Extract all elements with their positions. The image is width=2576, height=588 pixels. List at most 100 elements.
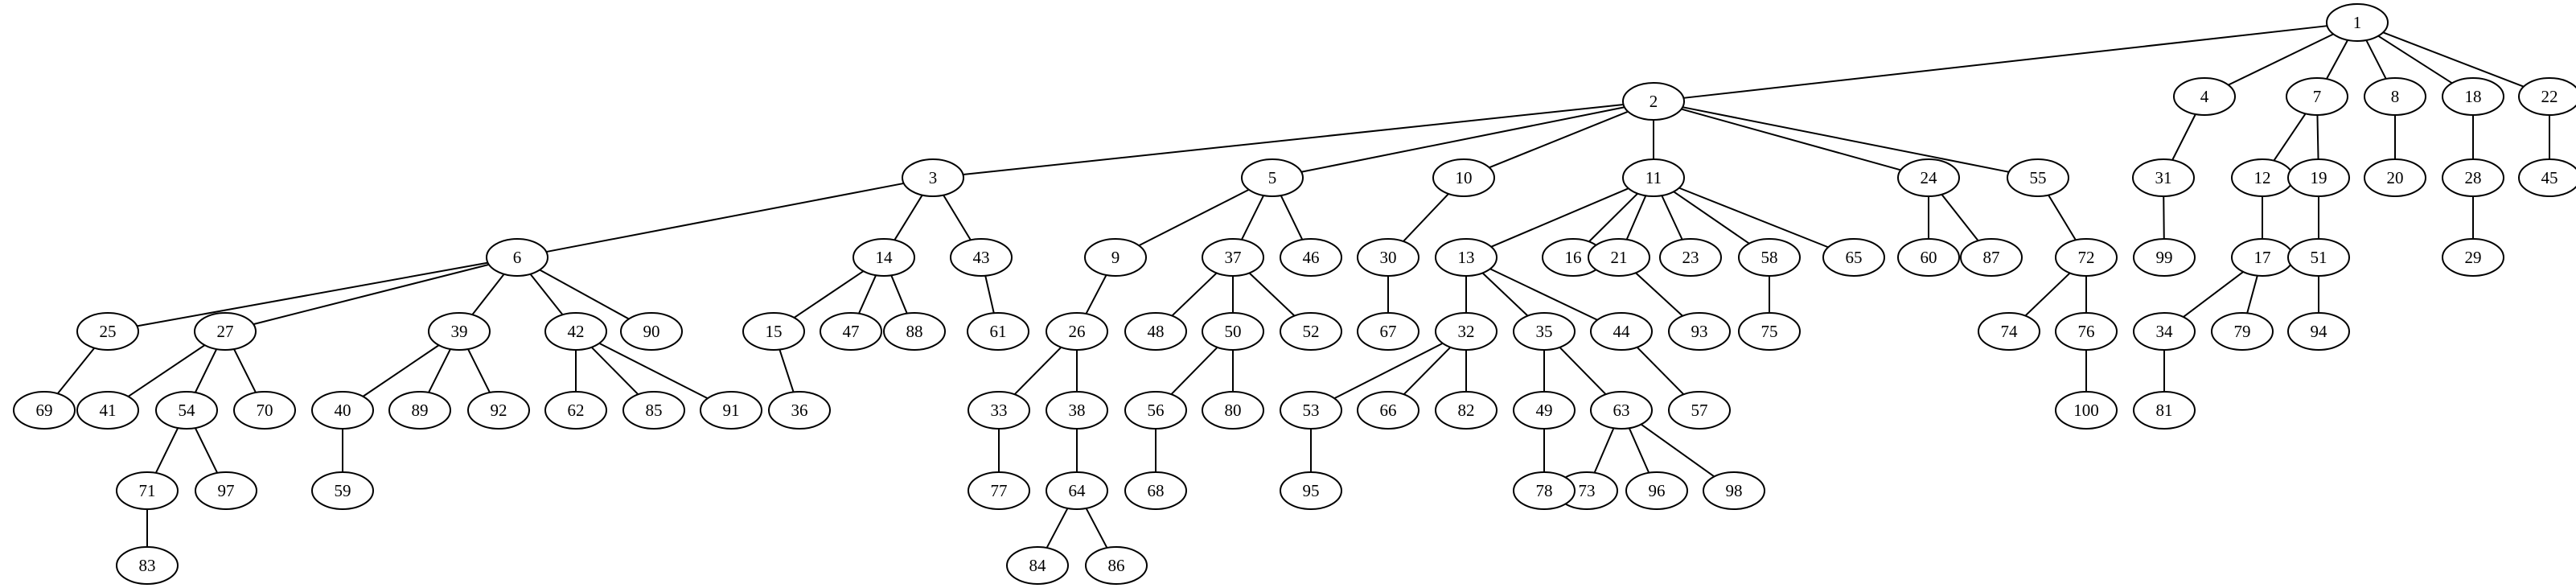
tree-node-100: 100 — [2055, 391, 2118, 430]
tree-node-41: 41 — [76, 391, 139, 430]
node-ellipse — [1625, 471, 1688, 510]
tree-node-42: 42 — [544, 312, 607, 351]
tree-node-74: 74 — [1978, 312, 2040, 351]
tree-node-1: 1 — [2326, 3, 2389, 42]
edge-13-44 — [1489, 268, 1598, 321]
node-label: 47 — [843, 322, 860, 341]
tree-node-7: 7 — [2286, 77, 2348, 116]
tree-node-56: 56 — [1124, 391, 1187, 430]
edge-1-4 — [2228, 33, 2334, 86]
tree-node-77: 77 — [968, 471, 1030, 510]
node-ellipse — [1357, 312, 1419, 351]
node-ellipse — [1280, 312, 1342, 351]
node-label: 59 — [335, 481, 351, 500]
node-ellipse — [1897, 158, 1960, 197]
node-ellipse — [194, 312, 257, 351]
node-ellipse — [2007, 158, 2069, 197]
node-ellipse — [1513, 391, 1576, 430]
tree-node-43: 43 — [950, 238, 1013, 277]
tree-node-65: 65 — [1822, 238, 1885, 277]
tree-node-96: 96 — [1625, 471, 1688, 510]
node-ellipse — [1513, 312, 1576, 351]
tree-node-24: 24 — [1897, 158, 1960, 197]
node-ellipse — [388, 391, 451, 430]
edge-5-37 — [1241, 195, 1264, 241]
node-ellipse — [2287, 312, 2350, 351]
edge-39-89 — [428, 348, 451, 393]
edge-7-12 — [2273, 113, 2307, 162]
tree-node-37: 37 — [1202, 238, 1264, 277]
node-ellipse — [1668, 391, 1731, 430]
node-label: 87 — [1983, 248, 2000, 267]
edge-26-33 — [1013, 347, 1062, 395]
edge-14-47 — [857, 274, 877, 315]
node-ellipse — [311, 471, 374, 510]
node-ellipse — [1202, 238, 1264, 277]
node-ellipse — [1280, 471, 1342, 510]
tree-node-85: 85 — [622, 391, 685, 430]
edge-50-56 — [1170, 347, 1218, 395]
edge-64-86 — [1085, 508, 1108, 549]
node-ellipse — [2518, 77, 2576, 116]
node-ellipse — [1668, 312, 1731, 351]
node-ellipse — [620, 312, 683, 351]
tree-node-68: 68 — [1124, 471, 1187, 510]
node-ellipse — [1006, 546, 1069, 585]
edge-63-73 — [1593, 427, 1615, 474]
edge-1-22 — [2382, 31, 2525, 88]
tree-node-52: 52 — [1280, 312, 1342, 351]
edge-11-23 — [1661, 195, 1683, 241]
edge-25-69 — [56, 347, 96, 394]
node-label: 15 — [766, 322, 783, 341]
tree-node-30: 30 — [1357, 238, 1419, 277]
node-label: 100 — [2073, 401, 2099, 420]
node-label: 3 — [929, 168, 938, 187]
node-label: 94 — [2311, 322, 2328, 341]
edge-3-6 — [546, 182, 904, 253]
tree-node-97: 97 — [195, 471, 257, 510]
node-ellipse — [2133, 312, 2196, 351]
tree-node-31: 31 — [2132, 158, 2195, 197]
node-label: 63 — [1613, 401, 1630, 420]
edge-9-26 — [1085, 274, 1107, 315]
edge-42-85 — [590, 347, 639, 395]
tree-node-87: 87 — [1960, 238, 2023, 277]
edge-54-97 — [194, 427, 219, 474]
node-label: 80 — [1225, 401, 1242, 420]
node-ellipse — [1432, 158, 1495, 197]
edge-64-84 — [1046, 508, 1069, 549]
node-label: 45 — [2541, 168, 2558, 187]
edge-27-70 — [233, 348, 257, 393]
edge-31-99 — [2163, 195, 2165, 240]
node-label: 60 — [1921, 248, 1937, 267]
tree-node-70: 70 — [233, 391, 296, 430]
edge-11-21 — [1625, 195, 1647, 241]
node-label: 46 — [1303, 248, 1320, 267]
edge-11-58 — [1673, 191, 1750, 245]
edge-3-43 — [943, 195, 972, 241]
node-label: 92 — [491, 401, 507, 420]
node-label: 72 — [2078, 248, 2095, 267]
node-ellipse — [1241, 158, 1304, 197]
tree-node-55: 55 — [2007, 158, 2069, 197]
tree-node-23: 23 — [1659, 238, 1722, 277]
node-ellipse — [1622, 82, 1685, 121]
edge-7-19 — [2316, 114, 2319, 160]
node-label: 20 — [2387, 168, 2404, 187]
tree-node-12: 12 — [2231, 158, 2294, 197]
edge-2-10 — [1489, 110, 1629, 169]
node-ellipse — [883, 312, 946, 351]
tree-node-2: 2 — [1622, 82, 1685, 121]
node-ellipse — [1960, 238, 2023, 277]
edge-5-46 — [1280, 195, 1304, 241]
node-label: 86 — [1108, 556, 1125, 575]
node-ellipse — [2287, 158, 2350, 197]
node-label: 30 — [1380, 248, 1397, 267]
edge-42-91 — [598, 342, 709, 400]
tree-edges — [56, 25, 2550, 549]
tree-node-58: 58 — [1738, 238, 1801, 277]
node-label: 27 — [217, 322, 234, 341]
node-ellipse — [467, 391, 530, 430]
tree-node-61: 61 — [967, 312, 1029, 351]
node-label: 26 — [1069, 322, 1086, 341]
